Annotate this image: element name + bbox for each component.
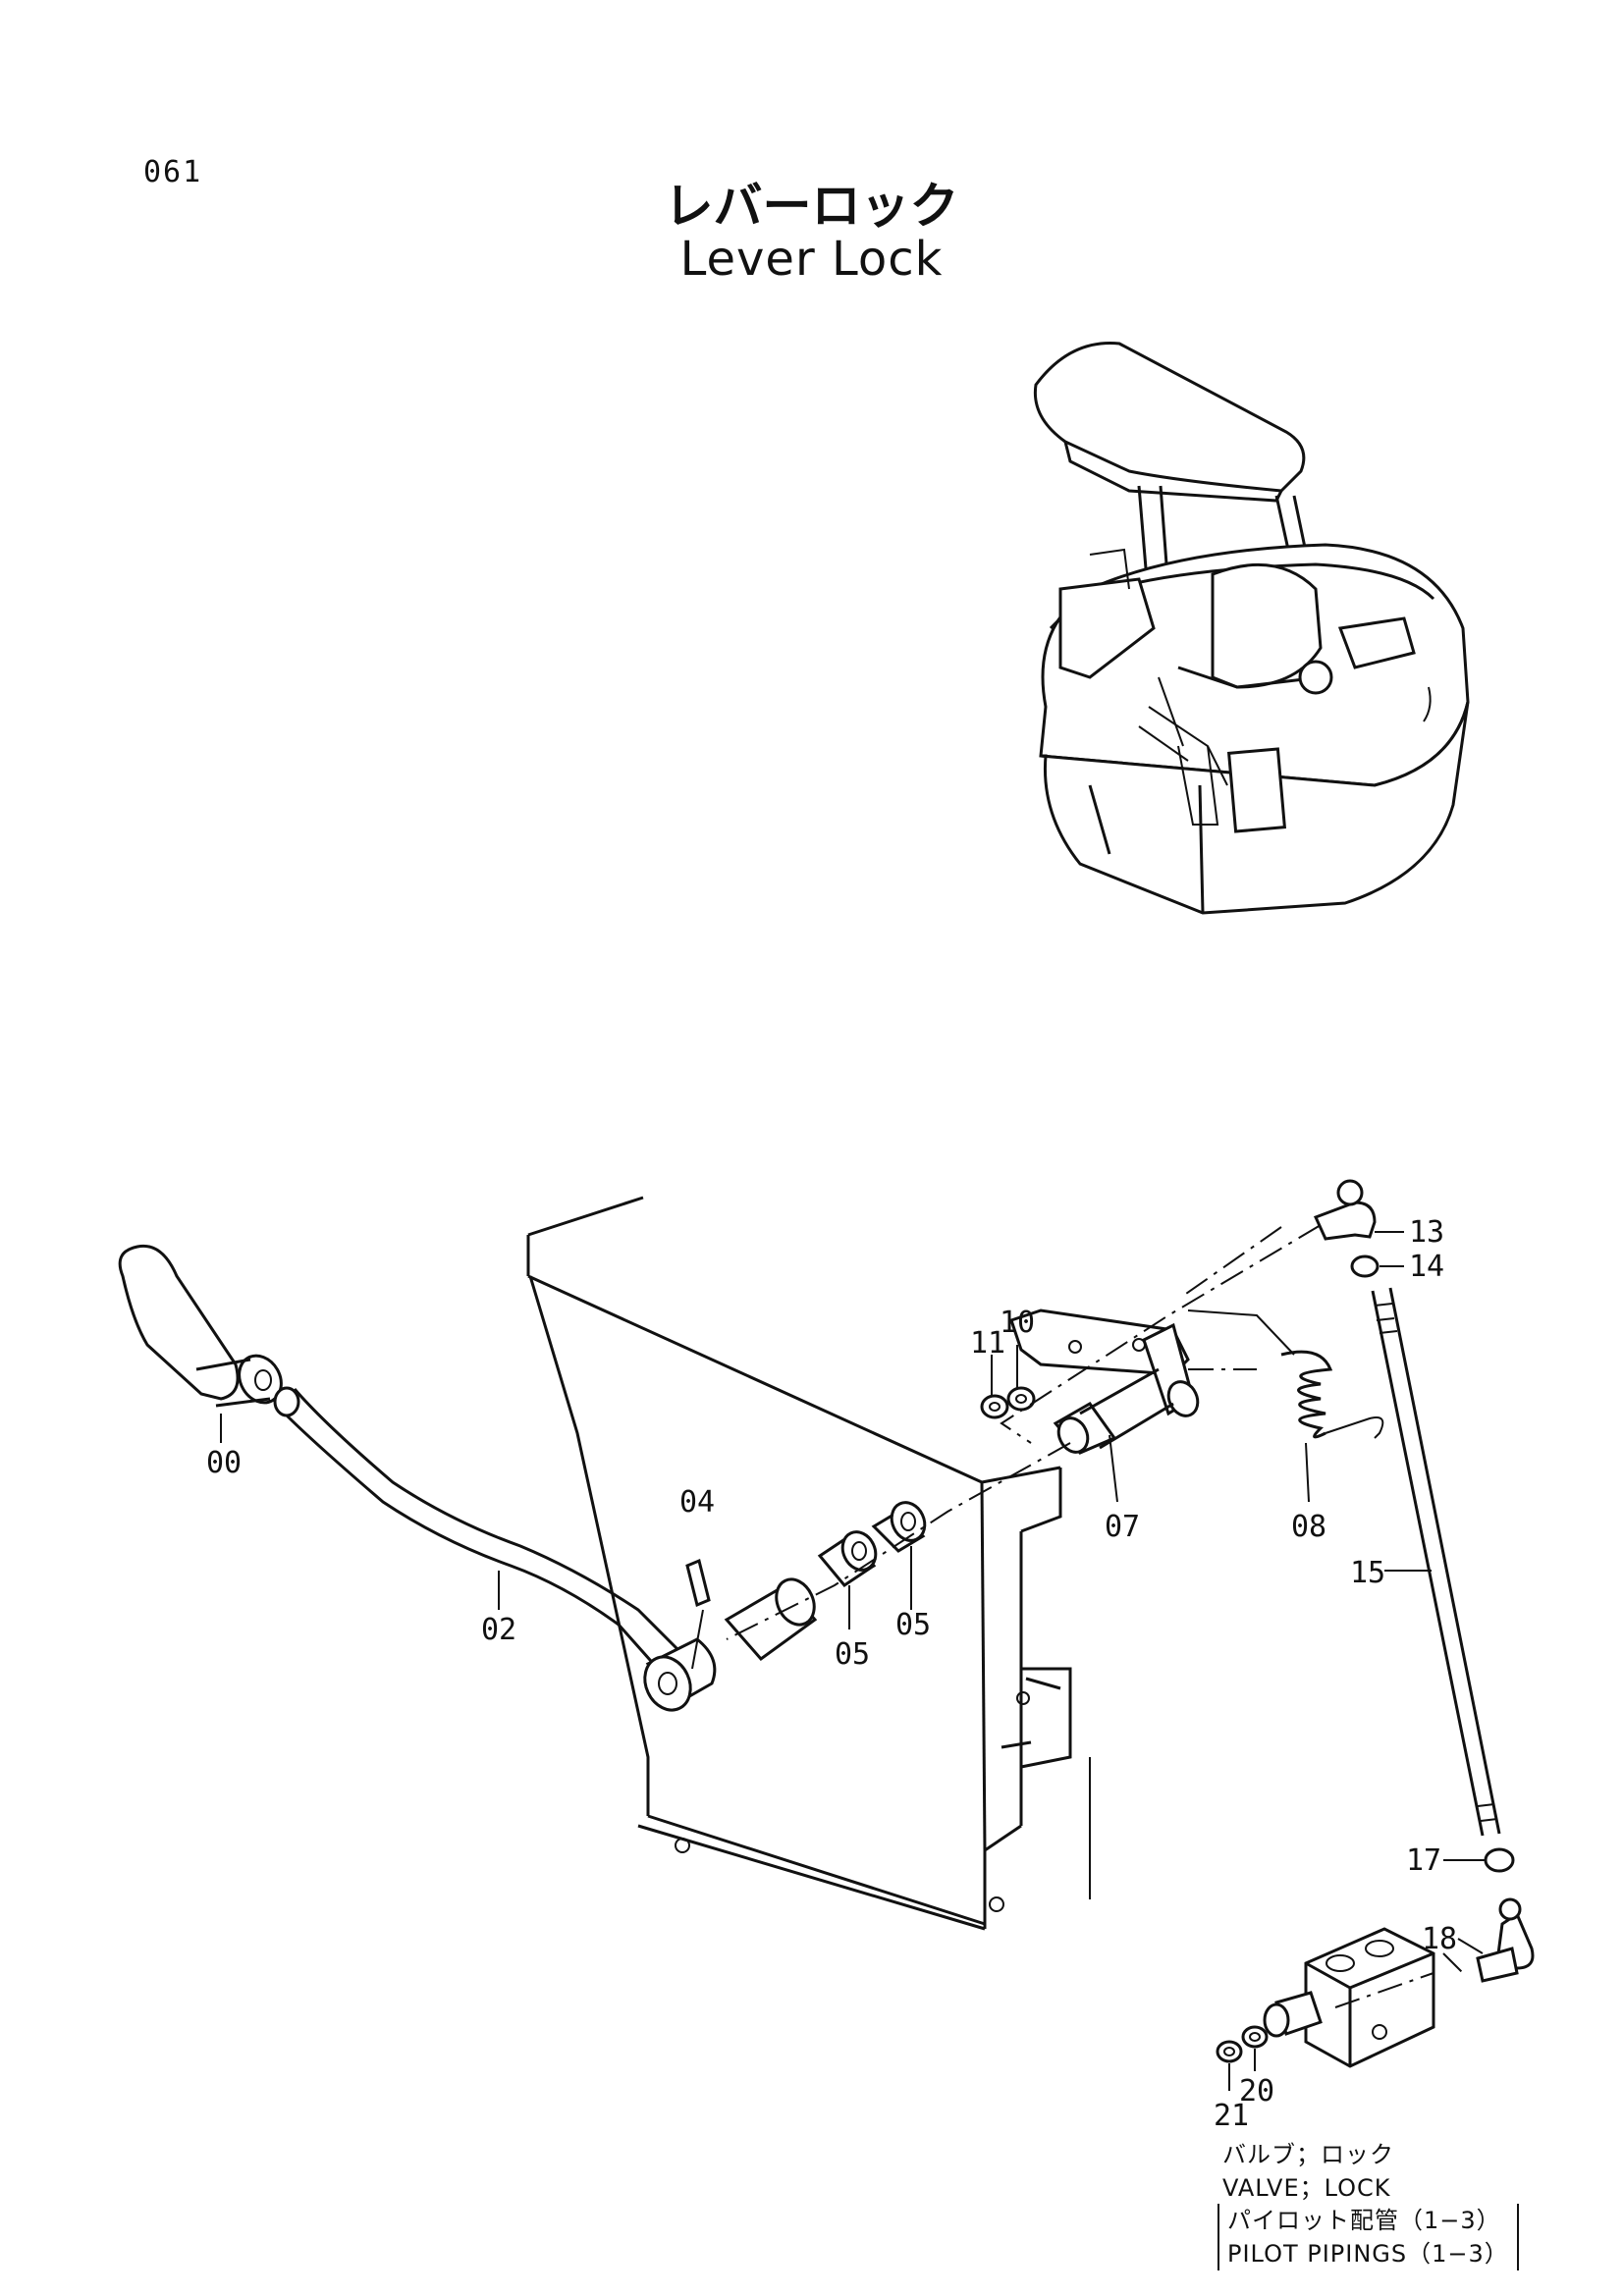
callout-15: 15 xyxy=(1350,1556,1385,1590)
callout-13: 13 xyxy=(1409,1215,1444,1250)
assembly-center-lines xyxy=(726,1224,1464,1974)
page-title-jp: レバーロック xyxy=(664,178,959,235)
page-title-en: Lever Lock xyxy=(679,232,944,287)
pilot-piping-note: パイロット配管（1−3） PILOT PIPINGS（1−3） xyxy=(1217,2204,1519,2270)
valve-nut-parts xyxy=(1216,2025,1269,2091)
callout-leaders xyxy=(220,1414,912,1629)
callout-14: 14 xyxy=(1409,1250,1444,1284)
callout-labels: 00 02 04 05 05 07 08 10 11 13 14 15 17 1… xyxy=(206,1215,1457,2133)
callout-05b: 05 xyxy=(895,1608,931,1642)
callout-20: 20 xyxy=(1239,2074,1274,2109)
lever-grip-part xyxy=(118,1244,283,1408)
pilot-note-jp: パイロット配管（1−3） xyxy=(1227,2207,1501,2234)
lock-valve-part xyxy=(1263,1927,1435,2068)
callout-18: 18 xyxy=(1422,1922,1457,1956)
pilot-pipe-assembly xyxy=(1313,1179,1535,1983)
callout-10: 10 xyxy=(1000,1306,1035,1340)
callout-04: 04 xyxy=(679,1485,715,1520)
machine-overview-illustration xyxy=(1033,342,1470,915)
valve-note-en: VALVE；LOCK xyxy=(1222,2174,1391,2202)
washer-nut-parts xyxy=(980,1345,1036,1419)
callout-05a: 05 xyxy=(835,1637,870,1672)
spring-pin-part xyxy=(685,1558,711,1670)
callout-02: 02 xyxy=(481,1613,516,1647)
valve-note: バルブ；ロック VALVE；LOCK xyxy=(1222,2138,1394,2205)
pilot-note-en: PILOT PIPINGS（1−3） xyxy=(1227,2240,1509,2268)
console-frame xyxy=(526,1196,1091,1931)
page-number: 061 xyxy=(143,155,203,189)
callout-08: 08 xyxy=(1291,1510,1326,1544)
callout-17: 17 xyxy=(1406,1843,1441,1878)
callout-21: 21 xyxy=(1214,2099,1249,2133)
callout-11: 11 xyxy=(970,1326,1005,1361)
lever-rod-part xyxy=(273,1386,717,1712)
callout-07: 07 xyxy=(1105,1510,1140,1544)
callout-00: 00 xyxy=(206,1446,242,1480)
valve-note-jp: バルブ；ロック xyxy=(1222,2141,1394,2168)
bushing-parts xyxy=(724,1501,927,1662)
tension-spring-part xyxy=(1187,1309,1384,1503)
lock-bracket-part xyxy=(1009,1308,1200,1503)
